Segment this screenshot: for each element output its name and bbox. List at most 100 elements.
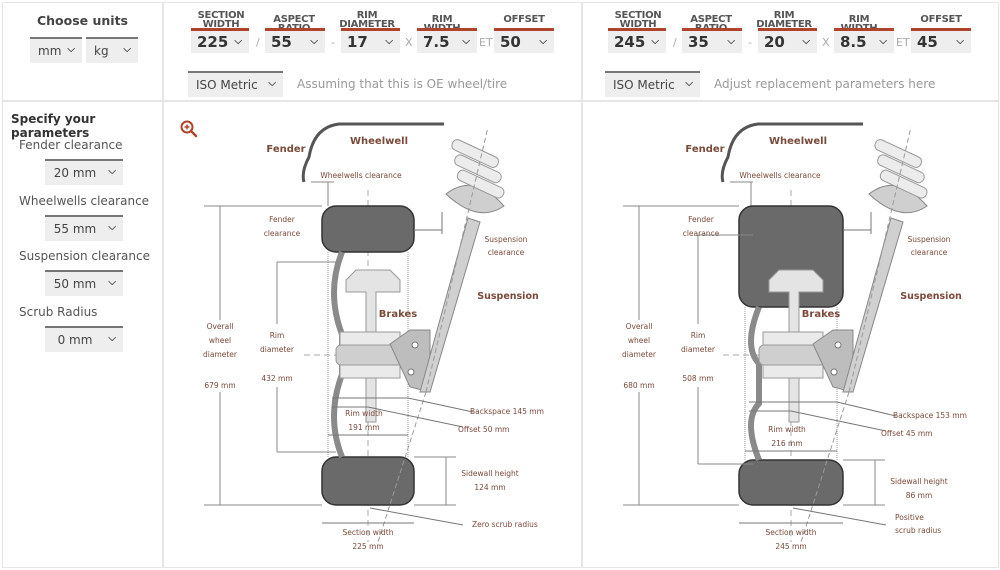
wheelwells-clearance-select[interactable]: 55 mm⌵ [45,215,123,241]
units-panel: Choose units mm ⌵ kg ⌵ [2,2,163,101]
overall-diameter-label: diameter [622,350,657,359]
suspension-label: Suspension [900,291,962,302]
leader-line [369,507,464,526]
tire-bottom [321,456,415,506]
sidewall-height-label: Sidewall height [461,469,518,478]
offset-header: OFFSET [920,14,962,25]
rim-diameter-select[interactable]: 20⌵ [758,28,817,53]
offset-value: 45 [917,33,938,51]
separator-et: ET [479,36,493,49]
zoom-in-button[interactable] [180,120,198,142]
tire-bottom [738,459,844,506]
chevron-down-icon: ⌵ [67,44,75,55]
scrub-radius-value: 0 mm [57,333,93,347]
chevron-down-icon: ⌵ [462,36,470,47]
size-system-value: ISO Metric [613,78,675,92]
suspension-label: Suspension [477,291,539,302]
suspension-clearance-select[interactable]: 50 mm⌵ [45,270,123,296]
brakes-label: Brakes [379,309,417,320]
section-width-value: 225 mm [352,542,383,551]
suspension-clearance-label: clearance [911,248,948,257]
strut-body [419,217,481,393]
length-unit-select[interactable]: mm ⌵ [30,37,82,63]
leader-line [790,410,887,432]
separator-slash: / [256,36,260,49]
suspension-clearance-label: clearance [488,248,525,257]
section-width-value: 245 mm [775,542,806,551]
steering-axis [848,126,912,393]
knuckle-hole [407,368,415,376]
wheelwells-clearance-label: Wheelwells clearance [19,194,150,208]
offset-value: 50 [500,33,521,51]
chevron-down-icon: ⌵ [879,36,887,47]
rim-diameter-value: 432 mm [261,374,292,383]
rim-diameter-value: 508 mm [682,374,713,383]
section-width-value: 245 [614,33,646,51]
fender-clearance-label: Fender [269,215,296,224]
spring-seat [868,185,928,214]
rim-width-select[interactable]: 8.5⌵ [834,28,894,53]
strut-body [842,217,904,393]
scrub-radius-label: Positive [895,513,924,522]
aspect-ratio-select[interactable]: 35 ⌵ [682,28,742,53]
steering-axis [377,391,427,543]
leader-line [792,507,887,526]
rim-width-value: 7.5 [423,33,450,51]
offset-header: OFFSET [503,14,545,25]
coil-spring [874,139,923,168]
section-width-value: 225 [197,33,229,51]
chevron-down-icon: ⌵ [268,78,276,89]
leader-line [407,397,474,413]
scrub-radius-label: Scrub Radius [19,305,98,319]
overall-diameter-label: wheel [209,336,231,345]
section-width-select[interactable]: 225⌵ [191,28,249,53]
overall-diameter-label: wheel [628,336,650,345]
size-system-value: ISO Metric [196,78,258,92]
rim-width-value: 216 mm [771,439,802,448]
scrub-radius-label: Zero scrub radius [472,520,538,529]
rim-width-label: Rim width [345,409,383,418]
offset-select[interactable]: 50⌵ [494,28,554,53]
rim-diameter-value: 20 [764,33,785,51]
zoom-in-icon [180,120,198,138]
tire-top [321,205,415,253]
length-unit-value: mm [38,44,62,58]
backspace-label: Backspace 153 mm [893,411,967,420]
rim-width-select[interactable]: 7.5 ⌵ [417,28,477,53]
fender-clearance-label: Fender [688,215,715,224]
fender-outline [720,122,863,183]
size-system-select[interactable]: ISO Metric ⌵ [188,71,283,97]
knuckle-hole [834,341,842,349]
original-note: Assuming that this is OE wheel/tire [297,77,508,91]
scrub-radius-select[interactable]: 0 mm⌵ [45,326,123,352]
fender-label: Fender [266,144,305,155]
aspect-ratio-select[interactable]: 55⌵ [265,28,325,53]
chevron-down-icon: ⌵ [108,222,116,233]
aspect-ratio-value: 35 [688,33,709,51]
weight-unit-select[interactable]: kg ⌵ [86,37,138,63]
section-width-select[interactable]: 245⌵ [608,28,666,53]
leader-line [836,401,897,417]
size-system-select[interactable]: ISO Metric ⌵ [605,71,700,97]
spring-seat [445,185,505,214]
weight-unit-value: kg [94,44,109,58]
rim-diameter-select[interactable]: 17⌵ [341,28,400,53]
fender-outline [301,122,444,183]
sidewall-height-value: 124 mm [474,483,505,492]
fender-clearance-label: clearance [264,229,301,238]
offset-select[interactable]: 45⌵ [911,28,971,53]
rim-barrel [748,305,762,462]
fender-clearance-select[interactable]: 20 mm⌵ [45,159,123,185]
aspect-ratio-value: 55 [271,33,292,51]
units-title: Choose units [36,13,128,28]
chevron-down-icon: ⌵ [685,78,693,89]
chevron-down-icon: ⌵ [727,36,735,47]
separator-x: X [822,36,830,49]
